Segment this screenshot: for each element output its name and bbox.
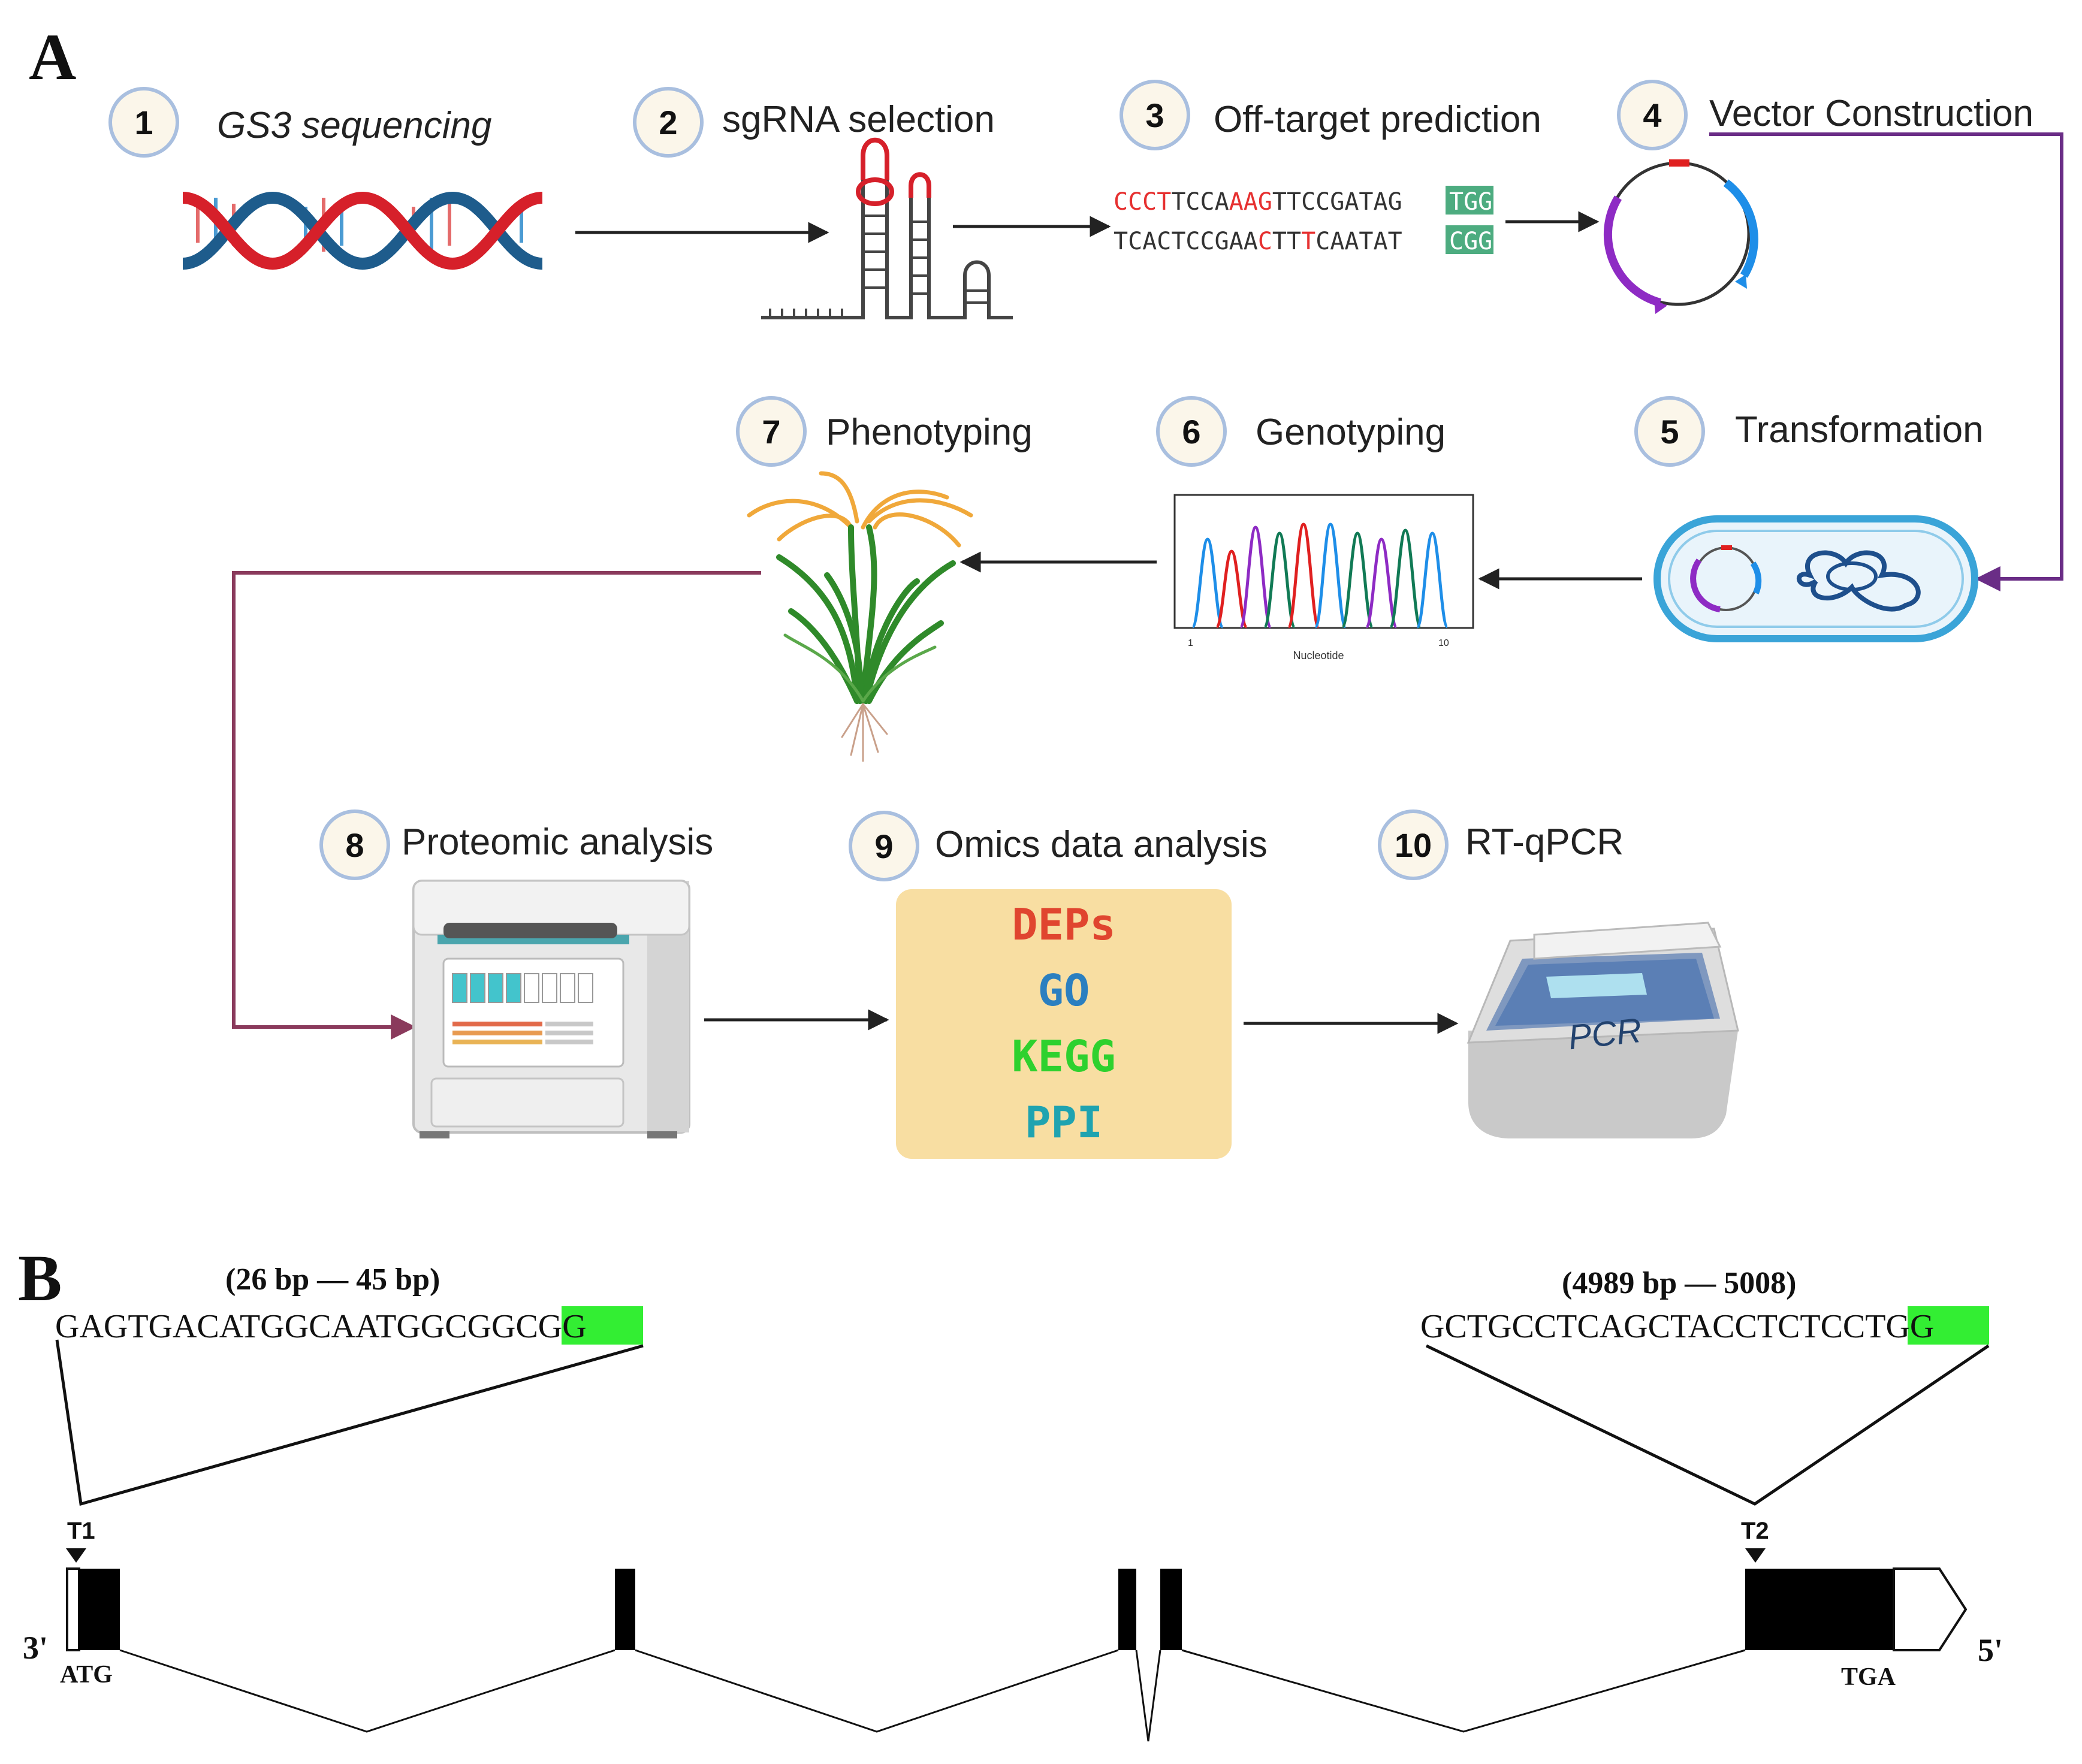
- chromatogram-x-label: Nucleotide: [1293, 650, 1344, 662]
- step-4-label: Vector Construction: [1709, 93, 2033, 134]
- step-3-number: 3: [1145, 96, 1164, 134]
- seq2-mismatch-a: C: [1258, 228, 1272, 255]
- end-3-prime: 3': [23, 1630, 48, 1666]
- panel-a-letter: A: [29, 20, 76, 93]
- omics-ppi: PPI: [1025, 1097, 1103, 1147]
- plasmid-icon: [1603, 159, 1758, 314]
- omics-deps: DEPs: [1012, 899, 1115, 950]
- step-8-label: Proteomic analysis: [402, 821, 713, 863]
- t2-range: (4989 bp — 5008): [1562, 1266, 1796, 1300]
- bacterium-icon: [1653, 515, 1978, 642]
- t1-marker-icon: [66, 1548, 86, 1563]
- step-7-label: Phenotyping: [826, 412, 1033, 453]
- svg-text:TCACTCCGAACTTTCAATAT: TCACTCCGAACTTTCAATAT: [1114, 228, 1402, 255]
- step-1-label: GS3 sequencing: [217, 105, 491, 146]
- step-1-number: 1: [134, 104, 153, 141]
- t1-range: (26 bp — 45 bp): [225, 1262, 440, 1297]
- step-4-number: 4: [1643, 96, 1661, 134]
- svg-text:CCCTTCCAAAGTTCCGATAG: CCCTTCCAAAGTTCCGATAG: [1114, 188, 1402, 216]
- step-3-label: Off-target prediction: [1214, 99, 1541, 140]
- t2-marker-icon: [1745, 1548, 1766, 1563]
- step-9: 9 Omics data analysis: [849, 811, 1268, 881]
- utr-3-arrow: [1893, 1567, 1968, 1651]
- exon-5: [1745, 1569, 1894, 1650]
- dna-helix-icon: [182, 191, 543, 270]
- pcr-screen-label: PCR: [1567, 1011, 1644, 1057]
- step-7-number: 7: [762, 413, 780, 451]
- t1-sequence: GAGTGACATGGCAATGGCGG: [55, 1308, 515, 1345]
- step-6-label: Genotyping: [1256, 412, 1446, 453]
- exon-2: [615, 1569, 635, 1650]
- seq2-mismatch-b: T: [1301, 228, 1315, 255]
- exon-1: [78, 1569, 120, 1650]
- step-2-label: sgRNA selection: [722, 99, 995, 140]
- t2-pam: TGG: [1865, 1308, 1934, 1345]
- stop-codon: TGA: [1841, 1663, 1896, 1691]
- omics-go: GO: [1038, 965, 1090, 1016]
- connector-7-8: [232, 571, 761, 1040]
- chromatogram-icon: 1 10 Nucleotide: [1173, 494, 1474, 662]
- gene-model: [66, 1567, 1968, 1742]
- start-codon: ATG: [60, 1661, 113, 1689]
- seq1-pam: TGG: [1449, 188, 1492, 216]
- step-5-label: Transformation: [1735, 409, 1984, 451]
- step-5-number: 5: [1660, 413, 1679, 451]
- step-9-number: 9: [874, 827, 893, 865]
- omics-kegg: KEGG: [1012, 1031, 1115, 1082]
- seq1-part-a: TCCA: [1171, 188, 1229, 216]
- sgrna-structure-icon: [761, 137, 1013, 319]
- seq2-part-b: TT: [1272, 228, 1301, 255]
- zoom-lines: [55, 1339, 1990, 1506]
- step-6: 6 Genotyping: [1156, 396, 1446, 467]
- mass-spectrometer-icon: [412, 880, 690, 1138]
- step-2: 2 sgRNA selection: [633, 87, 995, 158]
- t2-label: T2: [1741, 1518, 1769, 1544]
- offtarget-sequences: CCCTTCCAAAGTTCCGATAG TGG TCACTCCGAACTTTC…: [1114, 186, 1493, 255]
- step-6-number: 6: [1182, 413, 1200, 451]
- seq2-part-a: TCACTCCGAA: [1114, 228, 1258, 255]
- intron-lines: [119, 1649, 1746, 1742]
- step-5: 5 Transformation: [1634, 396, 1984, 467]
- seq1-mismatch-a: CCCT: [1114, 188, 1171, 216]
- step-2-number: 2: [659, 104, 677, 141]
- omics-box: DEPs GO KEGG PPI: [896, 889, 1232, 1159]
- rice-plant-icon: [747, 471, 973, 762]
- step-3: 3 Off-target prediction: [1120, 80, 1541, 150]
- t1-pam: CGG: [515, 1308, 586, 1345]
- chromatogram-x-start: 1: [1188, 638, 1193, 648]
- chromatogram-x-end: 10: [1438, 638, 1449, 648]
- t2-pam-highlight: [1908, 1306, 1989, 1345]
- step-1: 1 GS3 sequencing: [108, 87, 491, 158]
- step-10-number: 10: [1395, 826, 1432, 864]
- t1-sequence-line: GAGTGACATGGCAATGGCGGCGG: [55, 1308, 587, 1345]
- exon-3: [1118, 1569, 1136, 1650]
- t2-sequence-line: GCTGCCTCAGCTACCTCTCCTGG: [1420, 1308, 1934, 1345]
- step-8: 8 Proteomic analysis: [319, 809, 713, 880]
- step-7: 7 Phenotyping: [736, 396, 1033, 467]
- utr-5-box: [66, 1567, 80, 1651]
- seq1-mismatch-b: AAG: [1229, 188, 1272, 216]
- panel-b-letter: B: [18, 1242, 62, 1315]
- t1-pam-highlight: [562, 1306, 643, 1345]
- step-10: 10 RT-qPCR: [1378, 809, 1624, 880]
- seq1-part-b: TTCCGATAG: [1272, 188, 1402, 216]
- connector-4-5: [1709, 132, 2063, 591]
- end-5-prime: 5': [1978, 1632, 2003, 1668]
- t2-sequence: GCTGCCTCAGCTACCTCTCC: [1420, 1308, 1865, 1345]
- step-8-number: 8: [345, 826, 364, 864]
- seq2-part-c: CAATAT: [1315, 228, 1402, 255]
- t1-label: T1: [67, 1518, 95, 1544]
- exon-4: [1160, 1569, 1182, 1650]
- pcr-machine-icon: PCR: [1467, 922, 1739, 1138]
- seq2-pam: CGG: [1449, 228, 1492, 255]
- step-10-label: RT-qPCR: [1465, 821, 1624, 863]
- step-4: 4 Vector Construction: [1617, 80, 2033, 150]
- step-9-label: Omics data analysis: [935, 824, 1268, 865]
